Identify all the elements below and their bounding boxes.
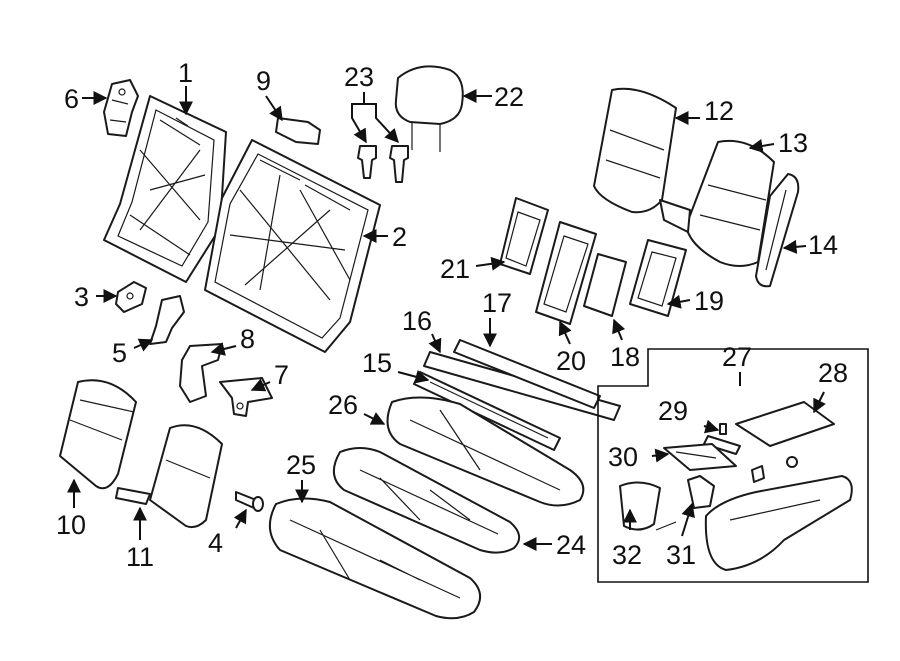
part-20-back-panel: [535, 221, 597, 325]
callout-12: 12: [704, 96, 734, 126]
part-14-side-bolster: [755, 173, 800, 288]
callout-labels: 1 2 3 4 5 6 7 8 9 10 11 12 13 14 15 16 1…: [56, 58, 848, 572]
callout-8: 8: [240, 324, 255, 354]
callout-11: 11: [126, 542, 154, 572]
part-13-backrest-cushion: [659, 139, 775, 267]
callout-2: 2: [392, 222, 407, 252]
callout-22: 22: [494, 82, 524, 112]
callout-21: 21: [440, 254, 470, 284]
callout-5: 5: [112, 338, 127, 368]
part-3-bracket: [115, 281, 147, 313]
part-23-headrest-guides: [357, 145, 409, 183]
part-32-cupholder: [619, 481, 677, 531]
callout-4: 4: [208, 528, 223, 558]
callout-1: 1: [178, 58, 193, 88]
callout-20: 20: [556, 346, 586, 376]
part-4-bolt: [235, 491, 264, 512]
part-8-trim-cover: [179, 343, 223, 403]
part-29-spring: [703, 423, 741, 455]
callout-26: 26: [328, 390, 358, 420]
part-24-seat-cushion-pad: [333, 447, 521, 554]
callout-15: 15: [362, 348, 392, 378]
callout-25: 25: [286, 450, 316, 480]
callout-27: 27: [722, 342, 752, 372]
callout-3: 3: [74, 282, 89, 312]
part-30-bracket: [663, 443, 737, 471]
leader-lines: [67, 86, 826, 551]
part-11-seatback-pad: [115, 424, 223, 529]
callout-30: 30: [608, 442, 638, 472]
part-6-hinge: [103, 79, 139, 137]
callout-24: 24: [556, 530, 586, 560]
armrest-assembly-box: [597, 348, 869, 583]
callout-6: 6: [64, 84, 79, 114]
armrest-body: [704, 456, 853, 571]
part-18-panel: [583, 253, 627, 317]
part-31-latch: [687, 475, 715, 509]
callout-16: 16: [402, 306, 432, 336]
part-26-seat-cushion-cover: [386, 396, 585, 507]
callout-9: 9: [256, 66, 271, 96]
callout-17: 17: [482, 288, 512, 318]
callout-28: 28: [818, 358, 848, 388]
part-22-headrest: [394, 65, 464, 152]
callout-29: 29: [658, 396, 688, 426]
part-1-seatback-frame-left: [103, 95, 227, 283]
part-12-backrest-cushion: [593, 87, 677, 214]
part-21-back-panel: [499, 197, 549, 275]
part-9-latch-cover: [275, 117, 321, 145]
part-28-lid: [735, 401, 835, 447]
callout-18: 18: [610, 342, 640, 372]
part-2-seatback-frame-right: [204, 139, 381, 353]
part-25-seat-cushion: [269, 497, 481, 620]
part-17-rail: [453, 339, 601, 409]
callout-13: 13: [778, 128, 808, 158]
callout-23: 23: [344, 62, 374, 92]
part-5-strap-bracket: [149, 295, 185, 345]
part-19-armrest-door: [629, 239, 687, 317]
callout-10: 10: [56, 510, 86, 540]
callout-32: 32: [612, 540, 642, 570]
part-10-seatback-cover: [59, 379, 137, 490]
callout-19: 19: [694, 286, 724, 316]
callout-14: 14: [808, 230, 838, 260]
callout-31: 31: [666, 540, 696, 570]
callout-7: 7: [274, 360, 289, 390]
